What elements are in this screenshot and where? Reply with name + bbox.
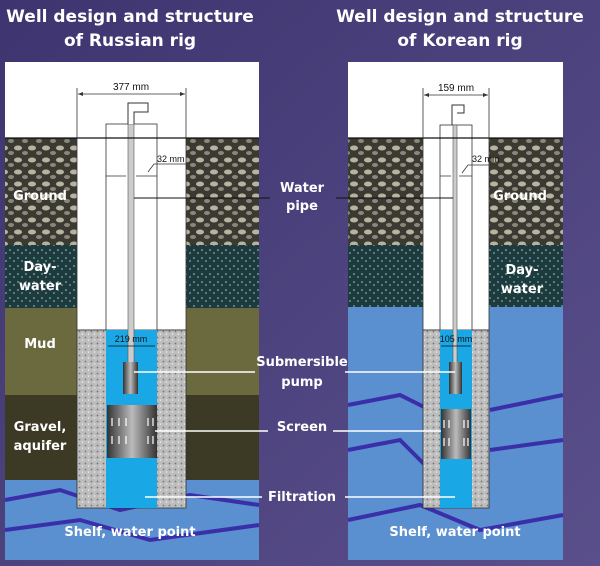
- layer-label-daywater-1: Day-: [505, 263, 538, 278]
- layer-label-gravel-2: aquifer: [14, 439, 67, 454]
- right-casing-diameter: 105 mm: [440, 334, 473, 344]
- left-panel: 377 mm 32 mm 219 mm Ground Day- water Mu…: [4, 62, 260, 560]
- screen: [441, 409, 471, 459]
- component-leaders: [134, 371, 455, 498]
- water-pipe: [452, 124, 458, 366]
- pump-label-2: pump: [281, 375, 322, 390]
- filtration-label: Filtration: [268, 490, 336, 505]
- layer-label-shelf: Shelf, water point: [389, 525, 520, 540]
- right-outer-diameter: 159 mm: [438, 83, 474, 94]
- layer-label-gravel-1: Gravel,: [14, 420, 67, 435]
- right-title-line1: Well design and structure: [336, 7, 584, 27]
- layer-label-daywater-2: water: [19, 279, 62, 294]
- pump-label-1: Submersible: [256, 355, 348, 370]
- layer-label-ground: Ground: [13, 189, 67, 204]
- right-panel: 159 mm 32 mm 105 mm Ground Day- water Sh…: [347, 62, 564, 560]
- right-title-line2: of Korean rig: [397, 31, 522, 51]
- left-pipe-diameter: 32 mm: [157, 154, 185, 164]
- layer-label-shelf: Shelf, water point: [64, 525, 195, 540]
- pump: [123, 362, 138, 394]
- right-pipe-diameter: 32 mm: [472, 154, 500, 164]
- left-outer-diameter: 377 mm: [113, 82, 149, 93]
- left-casing-diameter: 219 mm: [115, 334, 148, 344]
- water-pipe-label-1: Water: [280, 181, 325, 196]
- pump: [449, 362, 462, 394]
- left-title-line1: Well design and structure: [6, 7, 254, 27]
- water-pipe-label-2: pipe: [286, 199, 318, 214]
- left-title-line2: of Russian rig: [64, 31, 196, 51]
- wellhead-cap: [451, 104, 465, 125]
- screen: [107, 405, 157, 458]
- layer-label-daywater-1: Day-: [23, 260, 56, 275]
- layer-label-mud: Mud: [24, 337, 56, 352]
- wellhead-cap: [127, 102, 149, 124]
- water-pipe: [127, 123, 135, 365]
- layer-label-ground: Ground: [493, 189, 547, 204]
- screen-label: Screen: [277, 420, 327, 435]
- layer-label-daywater-2: water: [501, 282, 544, 297]
